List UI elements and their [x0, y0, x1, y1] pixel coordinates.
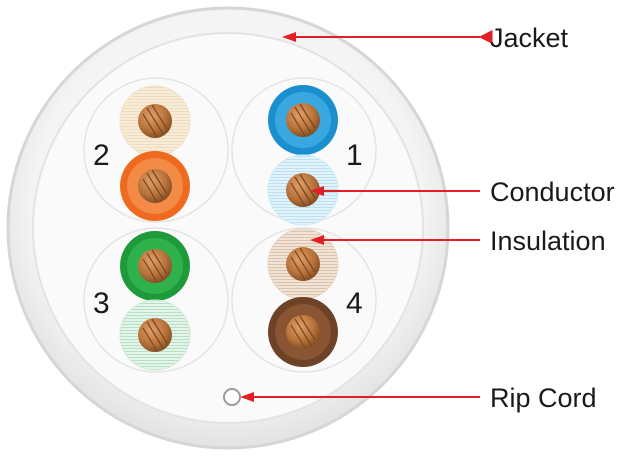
pair-2-wires [119, 85, 191, 221]
pair-number-2: 2 [93, 139, 110, 172]
pair-number-3: 3 [93, 287, 110, 320]
pair-2-outline [83, 77, 229, 223]
pair-3-outline [83, 227, 229, 373]
wire-blue [268, 85, 338, 155]
conductor-arrowhead [310, 186, 324, 196]
pair-4-outline [231, 227, 377, 373]
rip-cord-label: Rip Cord [490, 383, 597, 413]
pair-3-wires [119, 231, 191, 371]
pair-1-wires [267, 85, 339, 226]
rip-cord-arrowhead [240, 392, 254, 402]
jacket-arrowhead [282, 32, 296, 42]
insulation-label: Insulation [490, 226, 606, 256]
wire-white-blue [267, 154, 339, 226]
wire-white-brown [267, 228, 339, 300]
conductor-label: Conductor [490, 177, 615, 207]
pair-number-1: 1 [346, 139, 363, 172]
wire-green [120, 231, 190, 301]
jacket [6, 6, 450, 450]
pair-number-4: 4 [346, 287, 363, 320]
wire-brown [268, 297, 338, 367]
wire-orange [120, 151, 190, 221]
callout-arrowheads [240, 32, 324, 402]
rip-cord [223, 388, 241, 406]
callout-arrows [246, 29, 493, 398]
wire-white-orange [119, 85, 191, 157]
wire-white-green [119, 299, 191, 371]
jacket-label: Jacket [490, 23, 569, 53]
insulation-arrowhead [310, 235, 324, 245]
pair-4-wires [267, 228, 339, 367]
